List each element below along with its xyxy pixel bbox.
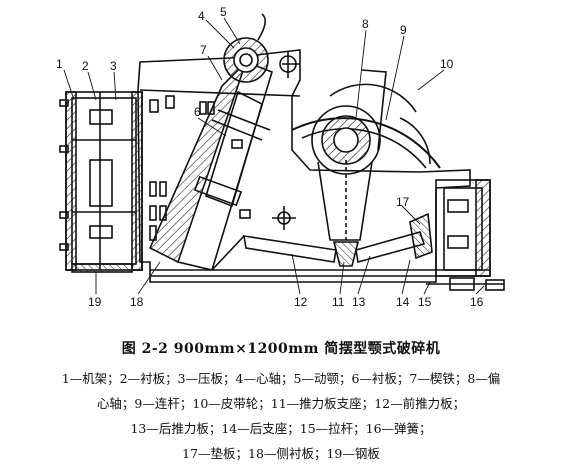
callout-7: 7 bbox=[200, 43, 207, 57]
toggle-plates bbox=[243, 231, 426, 267]
callout-16: 16 bbox=[470, 295, 484, 309]
callout-18: 18 bbox=[130, 295, 144, 309]
callout-10: 10 bbox=[440, 57, 454, 71]
legend-line: 17—垫板；18—侧衬板；19—钢板 bbox=[0, 441, 562, 466]
wedge-bolt bbox=[279, 52, 300, 78]
callout-8: 8 bbox=[362, 17, 369, 31]
legend-line: 13—后推力板；14—后支座；15—拉杆；16—弹簧； bbox=[0, 416, 562, 441]
callout-4: 4 bbox=[198, 9, 205, 23]
legend-item: 6—衬板； bbox=[351, 371, 410, 386]
legend-item: 心轴； bbox=[96, 396, 135, 411]
legend-item: 17—垫板； bbox=[182, 446, 249, 461]
eccentric-head bbox=[223, 13, 269, 83]
legend-item: 9—连杆； bbox=[134, 396, 193, 411]
legend-line: 心轴；9—连杆；10—皮带轮；11—推力板支座；12—前推力板； bbox=[0, 391, 562, 416]
legend-line: 1—机架；2—衬板；3—压板；4—心轴；5—动颚；6—衬板；7—楔铁；8—偏 bbox=[0, 366, 562, 391]
callout-2: 2 bbox=[82, 59, 89, 73]
callout-15: 15 bbox=[418, 295, 432, 309]
legend-item: 15—拉杆； bbox=[299, 421, 366, 436]
legend: 1—机架；2—衬板；3—压板；4—心轴；5—动颚；6—衬板；7—楔铁；8—偏心轴… bbox=[0, 366, 562, 466]
callout-14: 14 bbox=[396, 295, 410, 309]
callout-19: 19 bbox=[88, 295, 102, 309]
legend-item: 7—楔铁； bbox=[409, 371, 468, 386]
callout-3: 3 bbox=[110, 59, 117, 73]
legend-item: 11—推力板支座； bbox=[270, 396, 375, 411]
legend-item: 10—皮带轮； bbox=[192, 396, 271, 411]
legend-item: 4—心轴； bbox=[235, 371, 294, 386]
legend-item: 1—机架； bbox=[61, 371, 120, 386]
callout-13: 13 bbox=[352, 295, 366, 309]
legend-item: 12—前推力板； bbox=[374, 396, 466, 411]
right-end-frame bbox=[409, 179, 505, 291]
left-end-frame bbox=[59, 91, 143, 273]
callout-5: 5 bbox=[220, 5, 227, 19]
belt-pulley bbox=[291, 69, 441, 169]
callout-9: 9 bbox=[400, 23, 407, 37]
callout-1: 1 bbox=[56, 57, 63, 71]
callout-12: 12 bbox=[294, 295, 308, 309]
callout-6: 6 bbox=[194, 105, 201, 119]
legend-item: 5—动颚； bbox=[293, 371, 352, 386]
connecting-rod bbox=[311, 105, 381, 241]
figure-caption: 图 2-2 900mm×1200mm 简摆型颚式破碎机 bbox=[121, 341, 441, 357]
legend-item: 16—弹簧； bbox=[365, 421, 432, 436]
legend-item: 2—衬板； bbox=[119, 371, 178, 386]
legend-item: 14—后支座； bbox=[221, 421, 300, 436]
callout-17: 17 bbox=[396, 195, 410, 209]
legend-item: 13—后推力板； bbox=[130, 421, 222, 436]
legend-item: 19—钢板 bbox=[326, 446, 380, 461]
jaw-crusher-drawing: 1 2 3 4 5 6 7 8 9 10 11 12 13 14 15 16 1… bbox=[56, 5, 505, 309]
callout-11: 11 bbox=[332, 295, 345, 309]
legend-item: 3—压板； bbox=[177, 371, 236, 386]
legend-item: 18—侧衬板； bbox=[248, 446, 327, 461]
legend-item: 8—偏 bbox=[467, 371, 501, 386]
